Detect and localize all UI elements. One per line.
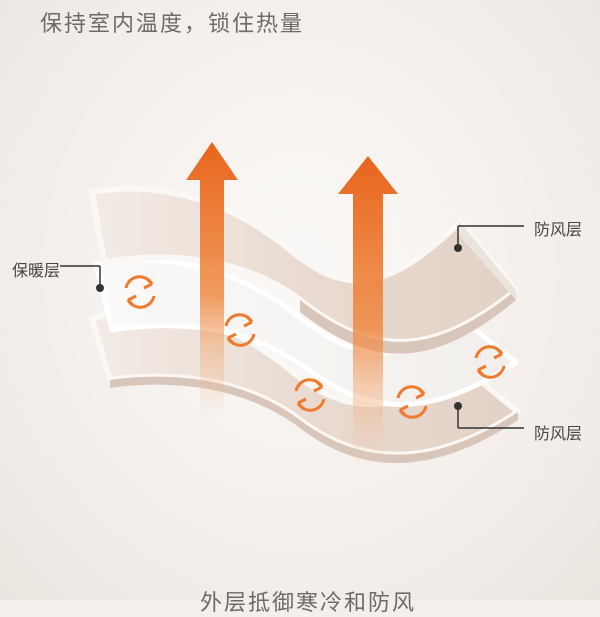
circulation-icon xyxy=(294,378,326,412)
circulation-icon xyxy=(474,345,506,379)
headline: 保持室内温度，锁住热量 xyxy=(40,12,305,37)
label-windproof-bottom: 防风层 xyxy=(534,424,583,443)
heat-arrow-left xyxy=(186,142,238,420)
layer-diagram xyxy=(60,142,524,470)
pointer-windproof-bottom xyxy=(454,402,524,429)
circulation-icon xyxy=(396,385,428,419)
label-windproof-top: 防风层 xyxy=(534,220,583,239)
pointer-warm-layer xyxy=(60,265,104,292)
pointer-windproof-top xyxy=(454,225,524,252)
circulation-icon xyxy=(124,275,156,309)
footer-caption: 外层抵御寒冷和防风 xyxy=(200,591,417,616)
label-warm-layer: 保暖层 xyxy=(12,261,61,280)
circulation-icon xyxy=(224,313,256,347)
heat-arrow-right xyxy=(338,156,398,470)
